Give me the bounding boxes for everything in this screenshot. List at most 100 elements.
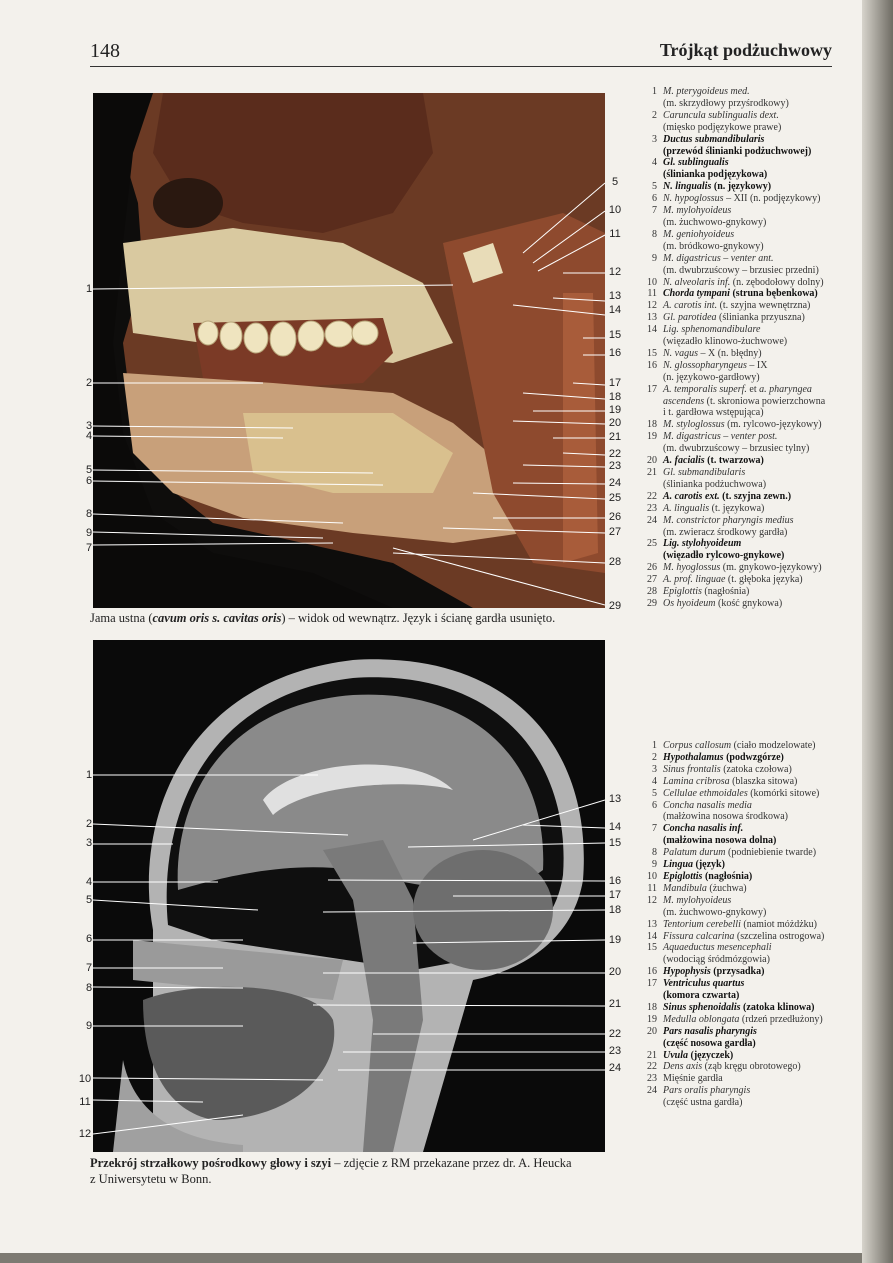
legend-number: 21 <box>647 467 657 478</box>
legend-text-part: (n. językowy) <box>711 181 772 193</box>
legend-text-part: Lingua <box>663 859 694 871</box>
fig2-label-right: 24 <box>608 1062 622 1074</box>
legend-text-part: (część nosowa gardła) <box>663 1037 756 1049</box>
legend-text-part: M. constrictor pharyngis medius <box>663 514 794 526</box>
fig1-label-right: 10 <box>608 204 622 216</box>
legend-number <box>643 146 657 158</box>
legend-text: Ductus submandibularis <box>663 134 764 146</box>
legend-text: N. alveolaris inf. (n. zębodołowy dolny) <box>663 277 824 289</box>
legend-text-part: (m. dwubrzuścowy – brzusiec tylny) <box>663 443 810 455</box>
legend-number: 26 <box>647 562 657 574</box>
legend-text-part: Pars nasalis pharyngis <box>663 1025 757 1037</box>
legend-text-part: (struna bębenkowa) <box>729 288 818 300</box>
legend-number: 15 <box>647 942 657 954</box>
legend-text-part: Lig. sphenomandibulare <box>663 324 761 336</box>
fig1-label-right: 17 <box>608 377 622 389</box>
legend-text-part: N. alveolaris inf. <box>663 276 731 288</box>
legend-number: 16 <box>647 966 657 978</box>
legend-text-part: (t. twarzowa) <box>704 455 764 467</box>
fig1-label-left: 9 <box>85 527 93 539</box>
fig1-label-left: 5 <box>85 464 93 476</box>
legend-text: M. hyoglossus (m. gnykowo-językowy) <box>663 562 822 574</box>
fig1-label-right: 15 <box>608 329 622 341</box>
legend-number <box>643 550 657 562</box>
legend-text: (komora czwarta) <box>663 990 739 1002</box>
legend-text: N. vagus – X (n. błędny) <box>663 348 762 360</box>
legend-entry: (więzadło klinowo-żuchwowe) <box>643 336 825 348</box>
fig2-label-left: 9 <box>85 1020 93 1032</box>
legend-text: (m. żuchwowo-gnykowy) <box>663 217 766 229</box>
legend-text-part: M. geniohyoideus <box>663 228 735 240</box>
legend-text: (więzadło rylcowo-gnykowe) <box>663 550 784 562</box>
fig1-label-left: 6 <box>85 475 93 487</box>
fig1-label-right: 12 <box>608 266 622 278</box>
fig1-label-right: 25 <box>608 492 622 504</box>
legend-text-part: (podwzgórze) <box>723 751 784 763</box>
legend-number <box>643 443 657 455</box>
legend-number <box>643 1038 657 1050</box>
legend-number: 4 <box>652 775 657 787</box>
legend-text-part: (m. zwieracz środkowy gardła) <box>663 526 788 538</box>
legend-text-part: A. carotis ext. <box>663 490 720 502</box>
legend-number: 10 <box>647 870 657 882</box>
fig2-label-right: 16 <box>608 875 622 887</box>
legend-number: 1 <box>652 740 657 751</box>
legend-number: 8 <box>652 847 657 859</box>
legend-text: M. constrictor pharyngis medius <box>663 515 794 527</box>
legend-text-part: (przysadka) <box>710 966 765 978</box>
legend-text-part: (t. szyjna wewnętrzna) <box>717 300 811 312</box>
legend-entry: (m. żuchwowo-gnykowy) <box>643 217 825 229</box>
legend-text-part: (nagłośnia) <box>702 870 753 882</box>
legend-number: 14 <box>647 930 657 942</box>
legend-text: (m. dwubrzuścowy – brzusiec tylny) <box>663 443 809 455</box>
legend-entry: (komora czwarta) <box>643 990 824 1002</box>
legend-entry: 16 Hypophysis (przysadka) <box>643 966 824 978</box>
legend-number: 23 <box>647 1073 657 1085</box>
fig1-label-left: 7 <box>85 542 93 554</box>
legend-number: 11 <box>647 882 657 894</box>
legend-text-part: (namiot móżdżku) <box>740 918 817 930</box>
legend-entry: (przewód ślinianki podżuchwowej) <box>643 146 825 158</box>
legend-text-part: N. lingualis <box>663 181 712 193</box>
legend-number: 13 <box>647 918 657 930</box>
legend-text-part: et <box>746 383 760 395</box>
legend-number: 5 <box>652 787 657 799</box>
legend-text-part: (małżowina nosowa dolna) <box>663 835 777 847</box>
fig2-label-left: 12 <box>78 1128 92 1140</box>
fig1-label-right: 5 <box>611 176 619 188</box>
fig2-label-left: 2 <box>85 818 93 830</box>
legend-text-part: (ciało modzelowate) <box>731 740 816 751</box>
page-number: 148 <box>90 40 120 62</box>
legend-text: A. temporalis superf. et a. pharyngea <box>663 384 812 396</box>
legend-text-part: Sinus frontalis <box>663 763 721 775</box>
legend-text-part: (zatoka klinowa) <box>740 1001 815 1013</box>
legend-number: 14 <box>647 324 657 336</box>
legend-text: Lig. sphenomandibulare <box>663 324 760 336</box>
legend-text: A. facialis (t. twarzowa) <box>663 455 764 467</box>
legend-entry: (m. dwubrzuścowy – brzusiec przedni) <box>643 265 825 277</box>
mri-label-lines <box>93 774 605 1135</box>
legend-text-part: (m. żuchwowo-gnykowy) <box>663 216 767 228</box>
legend-text-part: (m. gnykowo-językowy) <box>720 562 822 574</box>
legend-entry: (m. dwubrzuścowy – brzusiec tylny) <box>643 443 825 455</box>
legend-number: 1 <box>652 86 657 97</box>
fig2-label-left: 4 <box>85 876 93 888</box>
legend-number: 2 <box>652 109 657 121</box>
legend-number <box>643 372 657 384</box>
page-title: Trójkąt podżuchwowy <box>659 40 832 60</box>
fig1-label-right: 11 <box>609 228 621 240</box>
legend-text: (przewód ślinianki podżuchwowej) <box>663 146 811 158</box>
legend-text-part: (t. skroniowa powierzchowna <box>704 395 826 407</box>
legend-text-part: A. temporalis superf. <box>663 383 747 395</box>
fig1-label-right: 26 <box>608 511 622 523</box>
fig1-label-right: 19 <box>608 404 622 416</box>
legend-text-part: Hypophysis <box>663 966 711 978</box>
fig1-label-right: 23 <box>608 460 622 472</box>
